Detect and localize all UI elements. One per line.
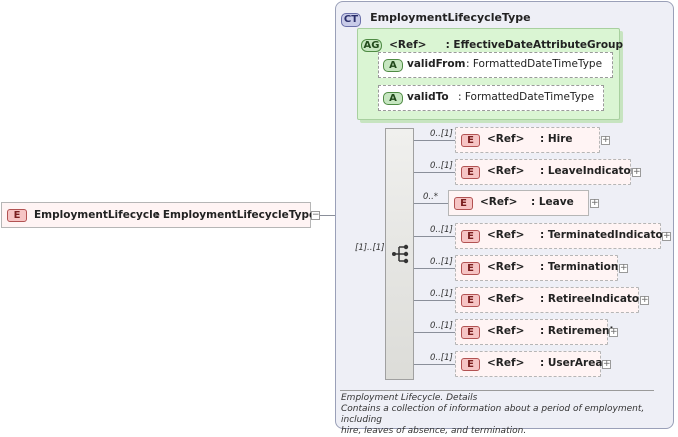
element-cardinality: 0..[1] xyxy=(430,289,453,299)
element-name: : Termination xyxy=(540,261,619,273)
element-ref: <Ref> xyxy=(487,325,525,337)
expand-toggle[interactable]: + xyxy=(602,359,611,369)
element-box[interactable]: E <Ref> : Retirement xyxy=(455,319,615,345)
element-name: : LeaveIndicator xyxy=(540,165,636,177)
element-name: : UserArea xyxy=(540,357,603,369)
element-box[interactable]: E <Ref> : Leave xyxy=(448,190,589,216)
connector-element xyxy=(414,268,455,269)
element-cardinality: 0..[1] xyxy=(430,225,453,235)
connector-element xyxy=(414,236,455,237)
expand-toggle[interactable]: + xyxy=(640,295,649,305)
doc-line: Contains a collection of information abo… xyxy=(341,404,645,425)
element-name: : RetireeIndicator xyxy=(540,293,645,305)
expand-toggle[interactable]: + xyxy=(601,135,610,145)
complex-type-icon: CT xyxy=(341,13,361,27)
element-ref: <Ref> xyxy=(487,165,525,177)
element-box[interactable]: E <Ref> : TerminatedIndicator xyxy=(455,223,668,249)
attribute-icon: A xyxy=(383,92,403,105)
connector-element xyxy=(414,332,455,333)
attribute-icon: A xyxy=(383,59,403,72)
element-box[interactable]: E <Ref> : Termination xyxy=(455,255,618,281)
element-cardinality: 0..* xyxy=(423,192,439,202)
attribute-name: validFrom xyxy=(407,58,466,70)
element-icon: E xyxy=(454,197,473,210)
collapse-toggle[interactable]: − xyxy=(311,210,320,220)
element-cardinality: 0..[1] xyxy=(430,353,453,363)
element-ref: <Ref> xyxy=(487,229,525,241)
element-icon: E xyxy=(461,230,480,243)
root-element-name: EmploymentLifecycle xyxy=(34,209,160,221)
documentation: Employment Lifecycle. Details Contains a… xyxy=(341,393,671,437)
element-icon: E xyxy=(461,262,480,275)
element-icon: E xyxy=(461,294,480,307)
attribute-group-name: : EffectiveDateAttributeGroup xyxy=(445,39,624,51)
sequence-cardinality: [1]..[1] xyxy=(355,243,385,253)
element-icon: E xyxy=(461,358,480,371)
connector-element xyxy=(414,203,448,204)
root-element-type: : EmploymentLifecycleType xyxy=(155,209,317,221)
element-box[interactable]: E <Ref> : UserArea xyxy=(455,351,603,377)
element-box[interactable]: E <Ref> : Hire xyxy=(455,127,600,153)
element-name: : Retirement xyxy=(540,325,615,337)
element-icon: E xyxy=(461,326,480,339)
attribute-type: : FormattedDateTimeType xyxy=(466,58,603,70)
root-element-box[interactable]: E EmploymentLifecycle : EmploymentLifecy… xyxy=(1,202,316,228)
doc-line: Employment Lifecycle. Details xyxy=(341,393,478,403)
element-cardinality: 0..[1] xyxy=(430,129,453,139)
connector-element xyxy=(414,300,455,301)
attribute-validfrom[interactable]: A validFrom : FormattedDateTimeType xyxy=(378,52,613,78)
attribute-group-icon: AG xyxy=(361,39,382,52)
attribute-group-ref: <Ref> xyxy=(389,39,427,51)
connector-element xyxy=(414,364,455,365)
element-name: : Leave xyxy=(531,196,574,208)
element-ref: <Ref> xyxy=(487,133,525,145)
expand-toggle[interactable]: + xyxy=(632,167,641,177)
expand-toggle[interactable]: + xyxy=(662,231,671,241)
element-ref: <Ref> xyxy=(480,196,518,208)
element-icon: E xyxy=(7,209,27,222)
expand-toggle[interactable]: + xyxy=(619,263,628,273)
element-box[interactable]: E <Ref> : RetireeIndicator xyxy=(455,287,644,313)
sequence-icon xyxy=(391,244,411,264)
connector-element xyxy=(414,172,455,173)
element-ref: <Ref> xyxy=(487,293,525,305)
connector-element xyxy=(414,140,455,141)
complex-type-name: EmploymentLifecycleType xyxy=(370,11,531,24)
attribute-validto[interactable]: A validTo : FormattedDateTimeType xyxy=(378,85,604,111)
element-cardinality: 0..[1] xyxy=(430,257,453,267)
element-cardinality: 0..[1] xyxy=(430,161,453,171)
complex-type-header: CT EmploymentLifecycleType xyxy=(341,7,531,27)
element-ref: <Ref> xyxy=(487,357,525,369)
attribute-group-header: AG <Ref> : EffectiveDateAttributeGroup xyxy=(361,33,623,52)
expand-toggle[interactable]: + xyxy=(609,327,618,337)
element-ref: <Ref> xyxy=(487,261,525,273)
attribute-name: validTo xyxy=(407,91,449,103)
element-icon: E xyxy=(461,134,480,147)
expand-toggle[interactable]: + xyxy=(590,198,599,208)
element-name: : Hire xyxy=(540,133,573,145)
attribute-type: : FormattedDateTimeType xyxy=(458,91,595,103)
element-box[interactable]: E <Ref> : LeaveIndicator xyxy=(455,159,636,185)
doc-line: hire, leaves of absence, and termination… xyxy=(341,426,527,436)
element-icon: E xyxy=(461,166,480,179)
doc-divider xyxy=(340,390,654,391)
connector-root xyxy=(320,215,345,216)
element-cardinality: 0..[1] xyxy=(430,321,453,331)
element-name: : TerminatedIndicator xyxy=(540,229,668,241)
